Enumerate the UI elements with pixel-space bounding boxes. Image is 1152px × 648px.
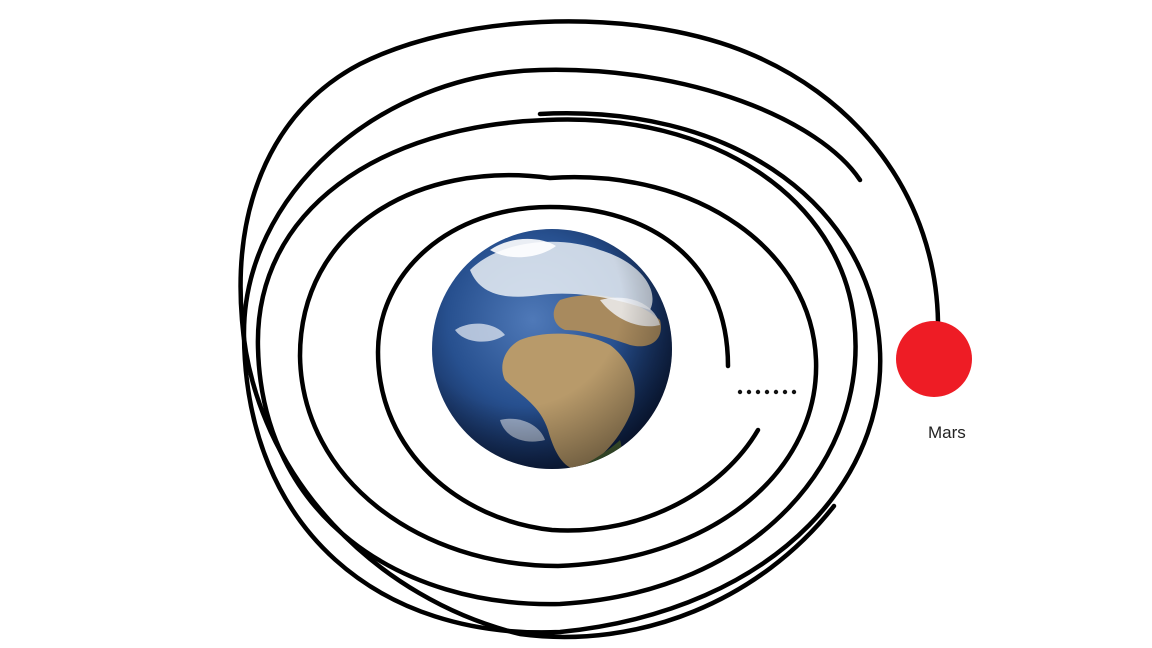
orbit-loop-1 bbox=[375, 204, 761, 533]
earth-globe-icon bbox=[432, 229, 672, 469]
orbit-loop-5 bbox=[238, 19, 941, 640]
mars-label: Mars bbox=[928, 423, 966, 442]
ellipsis-dots-icon bbox=[737, 389, 797, 395]
spiral-orbit-path bbox=[238, 19, 941, 640]
orbit-loop-3 bbox=[255, 117, 858, 607]
mars-planet-icon bbox=[896, 321, 972, 397]
orbit-loop-4 bbox=[241, 67, 883, 635]
orbit-loop-2 bbox=[297, 172, 819, 569]
